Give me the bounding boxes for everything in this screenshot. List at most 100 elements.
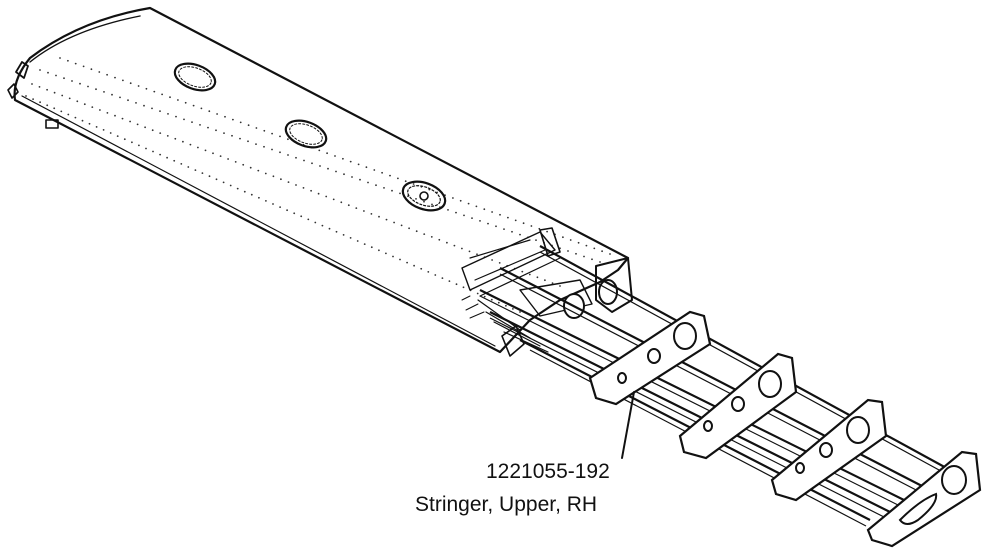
rivet-dot [385, 218, 388, 221]
rivet-dot [491, 259, 493, 261]
rivet-dot [215, 129, 217, 132]
rivet-dot [129, 82, 132, 85]
rivet-dot [102, 129, 105, 131]
rivet-dot [208, 175, 211, 178]
rivet-dot [591, 258, 593, 261]
rivet-dot [39, 101, 41, 104]
rivet-dot [452, 197, 454, 199]
rivet-dot [551, 282, 554, 284]
rivet-dot [511, 230, 513, 233]
rivet-dot [25, 95, 27, 97]
rivet-dot [406, 261, 408, 264]
stringer-upper-front [539, 245, 951, 471]
rib-1 [588, 310, 712, 406]
rivet-dot [577, 241, 580, 244]
rivet-dot [46, 104, 49, 107]
rivet-dot [307, 218, 310, 221]
rivet-dot [593, 247, 596, 250]
rivet-dot [122, 79, 124, 82]
rivet-dot [106, 112, 109, 114]
rivet-dot [159, 110, 161, 112]
rivet-dot [239, 137, 241, 140]
rib-2 [678, 352, 798, 460]
rivet-dot [182, 140, 184, 143]
rivet-dot [293, 212, 296, 215]
rivet-dot [461, 247, 463, 250]
rivet-dot [106, 73, 108, 76]
rivet-dot [82, 65, 85, 68]
rivet-dot [121, 117, 124, 120]
rivet-dot [343, 173, 345, 176]
rivet-dot [349, 160, 352, 163]
rivet-dot [68, 97, 71, 100]
rivet-dot [63, 77, 65, 80]
rivet-dot [363, 210, 365, 212]
rivet-dot [528, 273, 531, 276]
rivet-dot [544, 279, 546, 282]
rivet-dot [423, 200, 425, 203]
rivet-dot [279, 206, 281, 209]
rivet-dot [161, 93, 164, 96]
rivet-dot [575, 252, 577, 255]
rivet-dot [39, 69, 41, 71]
rivet-dot [479, 220, 481, 222]
rivet-dot [412, 183, 415, 185]
rivet-dot [90, 68, 93, 71]
rivet-dot [99, 109, 101, 111]
rivet-dot [423, 233, 426, 236]
rivet-dot [223, 132, 225, 135]
rivet-dot [463, 214, 465, 217]
rivet-dot [189, 143, 192, 146]
rivet-dot [609, 253, 611, 255]
rivet-dot [287, 181, 290, 184]
rivet-dot [258, 196, 260, 199]
rivet-dot [415, 230, 418, 233]
rivet-dot [191, 121, 193, 123]
rivet-dot [87, 85, 89, 88]
rivet-dot [159, 153, 162, 156]
rivet-dot [327, 167, 329, 170]
rivet-dot [81, 119, 84, 122]
rivet-dot [453, 244, 456, 247]
rivet-dot [311, 162, 313, 165]
rivet-dot [476, 292, 479, 295]
rivet-dot [328, 227, 331, 230]
rivet-dot [562, 236, 564, 239]
rivet-dot [74, 62, 77, 65]
rivet-dot [367, 181, 369, 184]
rivet-dot [53, 91, 56, 94]
rivet-dot [471, 217, 473, 220]
rivet-dot [255, 127, 258, 129]
rivet-dot [498, 262, 501, 264]
rivet-dot [415, 198, 417, 200]
rivet-dot [363, 243, 366, 246]
rivet-dot [334, 155, 336, 157]
rivet-dot [314, 221, 317, 224]
rivet-dot [468, 250, 471, 253]
rivet-dot [136, 123, 139, 126]
rivet-dot [272, 175, 275, 178]
rivet-dot [495, 225, 497, 228]
rivet-dot [317, 192, 320, 195]
rivet-dot [175, 115, 177, 118]
rivet-dot [109, 132, 112, 134]
rivet-dot [512, 308, 514, 310]
rivet-dot [326, 152, 328, 155]
rivet-dot [138, 144, 140, 147]
rivet-dot [215, 178, 218, 181]
callout-part-number: 1221055-192 [486, 460, 610, 483]
rivet-dot [153, 90, 156, 93]
rivet-dot [67, 113, 70, 116]
rivet-dot [303, 159, 305, 162]
rivet-dot [174, 137, 177, 140]
rivet-dot [166, 135, 169, 137]
rivet-dot [335, 170, 337, 173]
rivet-dot [467, 202, 470, 205]
rivet-dot [462, 286, 465, 289]
rivet-dot [536, 276, 539, 279]
rivet-dot [167, 113, 169, 115]
rivet-dot [349, 237, 352, 239]
rivet-dot [383, 187, 385, 189]
stringers [479, 245, 951, 527]
